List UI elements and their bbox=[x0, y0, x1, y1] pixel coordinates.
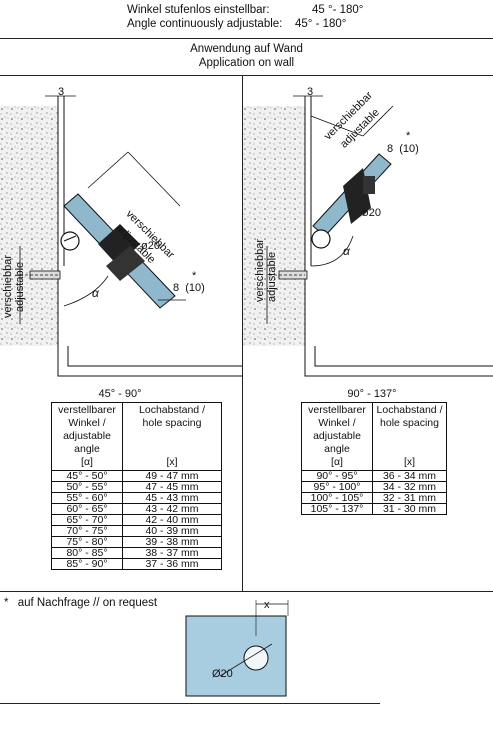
table-row: 55° - 60°45 - 43 mm bbox=[51, 492, 222, 504]
footnote-star: * bbox=[4, 597, 9, 609]
angle-label-en: Angle continuously adjustable: bbox=[127, 18, 283, 30]
detail-x-label: x bbox=[264, 599, 270, 611]
left-thick: 8 (10) bbox=[173, 282, 205, 294]
left-side-en: adjustable bbox=[14, 261, 26, 312]
header-angle: verstellbarer Winkel / adjustable angle … bbox=[301, 402, 373, 471]
header-angle: verstellbarer Winkel / adjustable angle … bbox=[51, 402, 123, 471]
table-row: 45° - 50°49 - 47 mm bbox=[51, 470, 222, 482]
rule-bottom bbox=[0, 591, 493, 592]
rule-top bbox=[0, 38, 493, 39]
right-side-de: verschiebbar bbox=[254, 239, 266, 302]
right-range: 90° - 137° bbox=[347, 388, 397, 400]
left-alpha: α bbox=[92, 286, 99, 300]
left-spacing-table: verstellbarer Winkel / adjustable angle … bbox=[51, 402, 222, 570]
angle-label-de: Winkel stufenlos einstellbar: bbox=[127, 4, 270, 16]
right-dim-3: 3 bbox=[307, 86, 314, 98]
rule-divider bbox=[242, 75, 243, 592]
footnote-text: auf Nachfrage // on request bbox=[17, 597, 158, 609]
table-row: 80° - 85°38 - 37 mm bbox=[51, 547, 222, 559]
table-row: 75° - 80°39 - 38 mm bbox=[51, 536, 222, 548]
table-row: 65° - 70°42 - 40 mm bbox=[51, 514, 222, 526]
detail-glass bbox=[185, 615, 287, 697]
right-spacing-table: verstellbarer Winkel / adjustable angle … bbox=[301, 402, 447, 515]
table-row: 105° - 137°31 - 30 mm bbox=[301, 503, 447, 515]
wall-left bbox=[0, 106, 58, 346]
left-mount-diagram bbox=[0, 95, 242, 377]
table-row: 90° - 95°36 - 34 mm bbox=[301, 470, 447, 482]
detail-hole bbox=[243, 645, 269, 671]
left-side-de: verschiebbar bbox=[2, 255, 14, 318]
table-header: verstellbarer Winkel / adjustable angle … bbox=[301, 402, 447, 471]
section-title-de: Anwendung auf Wand bbox=[190, 43, 303, 55]
rule-section bbox=[0, 75, 493, 76]
table-row: 85° - 90°37 - 36 mm bbox=[51, 558, 222, 570]
hole-detail-drawing bbox=[185, 600, 289, 697]
left-dia: ø20 bbox=[141, 240, 160, 252]
table-header: verstellbarer Winkel / adjustable angle … bbox=[51, 402, 222, 471]
roller-left bbox=[60, 231, 80, 251]
angle-value-de: 45 °- 180° bbox=[312, 4, 364, 16]
angle-header: Winkel stufenlos einstellbar: 45 °- 180°… bbox=[0, 0, 493, 40]
table-row: 60° - 65°43 - 42 mm bbox=[51, 503, 222, 515]
section-title-en: Application on wall bbox=[198, 57, 295, 69]
footnote: * auf Nachfrage // on request bbox=[4, 597, 157, 609]
left-range: 45° - 90° bbox=[98, 388, 142, 400]
table-row: 95° - 100°34 - 32 mm bbox=[301, 481, 447, 493]
header-spacing: Lochabstand / hole spacing [x] bbox=[372, 402, 447, 471]
roller-right bbox=[311, 229, 331, 249]
right-alpha: α bbox=[343, 244, 350, 258]
rule-footer bbox=[0, 703, 380, 704]
right-side-en: adjustable bbox=[266, 251, 278, 302]
angle-value-en: 45° - 180° bbox=[295, 18, 347, 30]
right-dia: ø20 bbox=[362, 207, 381, 219]
table-row: 50° - 55°47 - 45 mm bbox=[51, 481, 222, 493]
left-star: * bbox=[192, 270, 197, 282]
right-thick: 8 (10) bbox=[387, 143, 419, 155]
header-spacing: Lochabstand / hole spacing [x] bbox=[122, 402, 222, 471]
right-mount-diagram bbox=[243, 95, 493, 377]
wall-right bbox=[243, 106, 305, 346]
left-dim-3: 3 bbox=[58, 86, 65, 98]
right-star: * bbox=[406, 130, 411, 142]
detail-dia-label: Ø20 bbox=[212, 668, 233, 680]
clamp-left bbox=[98, 224, 140, 266]
table-row: 100° - 105°32 - 31 mm bbox=[301, 492, 447, 504]
table-row: 70° - 75°40 - 39 mm bbox=[51, 525, 222, 537]
